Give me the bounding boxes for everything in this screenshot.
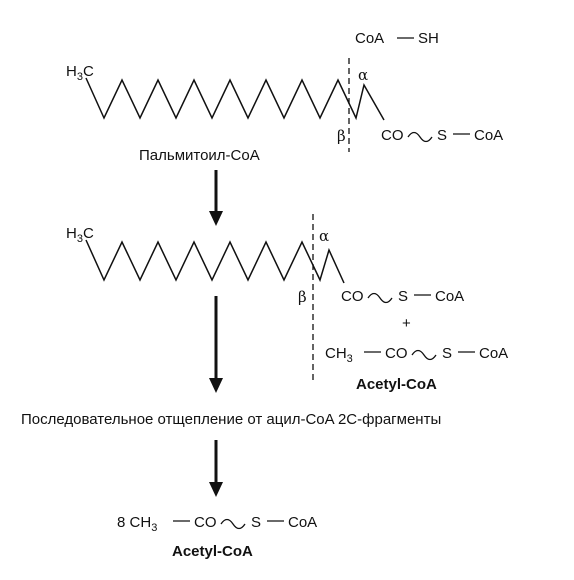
top-reagent-coa: CoA <box>355 30 384 47</box>
final-thioester-tilde <box>220 518 246 530</box>
acetyl-coa: CoA <box>479 345 508 362</box>
step2-ester-co: CO <box>341 288 364 305</box>
arrow-2-head <box>209 378 223 393</box>
step1-h3c: H3C <box>66 63 94 83</box>
step2-beta: β <box>298 288 307 306</box>
step1-beta: β <box>337 127 346 145</box>
final-8-ch3: 8 CH3 <box>117 514 157 534</box>
process-description: Последовательное отщепление от ацил-CoA … <box>21 411 441 428</box>
step2-thioester-tilde <box>367 292 393 304</box>
arrow-1-head <box>209 211 223 226</box>
step2-ester-coa: CoA <box>435 288 464 305</box>
acetyl-co: CO <box>385 345 408 362</box>
step1-ester-s: S <box>437 127 447 144</box>
acetyl-ch3: CH3 <box>325 345 353 365</box>
acetyl-thioester-tilde <box>411 349 437 361</box>
step1-ester-co: CO <box>381 127 404 144</box>
step1-thioester-tilde <box>407 131 433 143</box>
acetyl-coa-name: Acetyl-CoA <box>356 376 437 393</box>
step2-h3c: H3C <box>66 225 94 245</box>
step2-chain <box>85 239 345 284</box>
arrow-3-head <box>209 482 223 497</box>
final-acetyl-coa-name: Acetyl-CoA <box>172 543 253 560</box>
final-coa: CoA <box>288 514 317 531</box>
step2-alpha: α <box>319 227 329 245</box>
step1-ester-coa: CoA <box>474 127 503 144</box>
step1-chain <box>85 77 385 121</box>
final-co: CO <box>194 514 217 531</box>
acetyl-s: S <box>442 345 452 362</box>
step2-ester-s: S <box>398 288 408 305</box>
step2-plus: + <box>402 315 411 332</box>
step1-compound-name: Пальмитоил-CoA <box>139 147 260 164</box>
final-s: S <box>251 514 261 531</box>
step1-alpha: α <box>358 66 368 84</box>
top-reagent-sh: SH <box>418 30 439 47</box>
